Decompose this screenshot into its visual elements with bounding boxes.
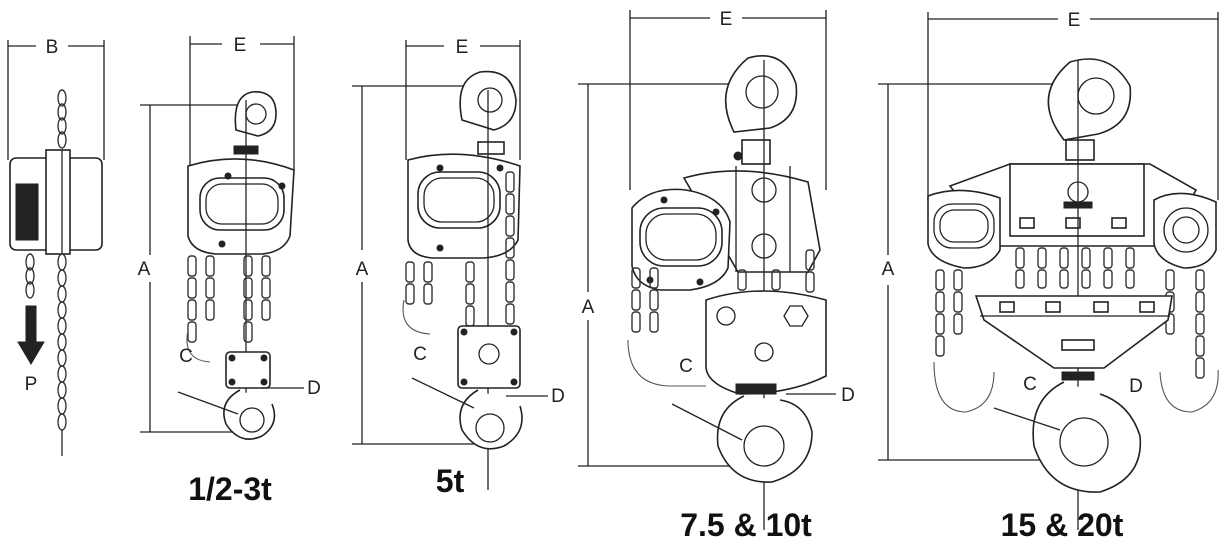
dimension-c-label: C [179,346,193,367]
dimension-c-label: C [679,356,693,377]
hoist-model-2: E A C D [352,37,565,499]
dimension-d-label: D [1129,376,1143,397]
dimension-d-label: D [551,386,565,407]
model-caption: 5t [436,463,465,499]
dimension-a-label: A [882,259,895,280]
side-view: B [7,37,105,456]
dimension-e-label: E [234,35,247,56]
dimension-e-label: E [456,37,469,58]
hoist-model-4: E A [878,10,1219,543]
hoist-model-3: E A [578,9,855,543]
side-hand-chain [25,253,67,431]
hoist-body-right [1153,192,1217,269]
dimension-a-label: A [582,297,595,318]
hoist-body-left [927,189,1001,269]
pull-direction-arrow [17,305,45,365]
load-chain [935,247,1205,379]
model-caption: 15 & 20t [1001,507,1124,543]
dimension-e-label: E [1068,10,1081,31]
load-chain [405,171,515,327]
side-load-chain [57,89,67,149]
dimension-d-label: D [307,378,321,399]
dimension-e-label: E [720,9,733,30]
hoist-model-1: E A [138,35,321,507]
dimension-a-label: A [356,259,369,280]
dimension-c-label: C [413,344,427,365]
dimension-d-label: D [841,385,855,406]
load-chain [631,249,815,333]
bottom-block [974,295,1173,369]
dimension-b-label: B [46,37,59,58]
dimension-c-label: C [1023,374,1037,395]
bottom-block [705,290,827,395]
load-chain [187,255,271,343]
bottom-block [225,351,271,389]
bottom-block [457,325,521,389]
model-caption: 1/2-3t [188,471,272,507]
model-caption: 7.5 & 10t [680,507,812,543]
pull-force-label: P [25,374,38,395]
dimension-a-label: A [138,259,151,280]
